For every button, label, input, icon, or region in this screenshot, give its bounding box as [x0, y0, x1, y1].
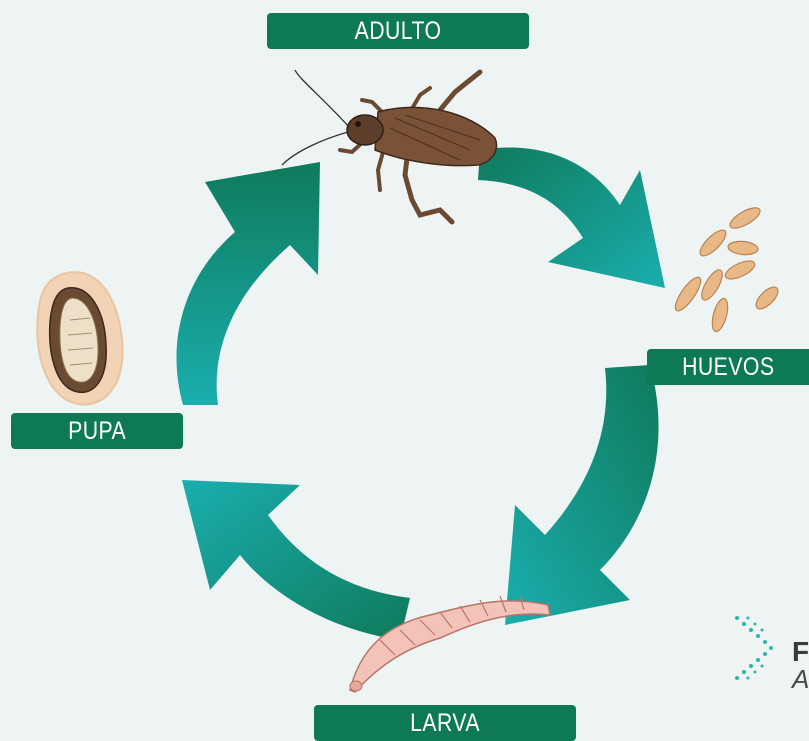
stage-label-eggs-text: HUEVOS: [682, 353, 774, 382]
eggs-icon: [671, 204, 781, 333]
stage-label-pupa-text: PUPA: [68, 417, 126, 446]
stage-label-adult: ADULTO: [267, 13, 529, 49]
arrow-eggs-to-larva: [505, 365, 659, 625]
stage-label-eggs: HUEVOS: [647, 349, 809, 385]
arrow-larva-to-pupa: [182, 480, 410, 640]
pupa-icon: [37, 272, 122, 404]
brand-text-line2: A: [792, 664, 809, 695]
stage-label-larva-text: LARVA: [410, 709, 480, 738]
stage-label-larva: LARVA: [314, 705, 576, 741]
arrow-pupa-to-adult: [176, 162, 320, 405]
brand-dots-icon: [735, 616, 773, 680]
arrow-adult-to-eggs: [478, 147, 665, 288]
stage-label-pupa: PUPA: [11, 413, 183, 449]
stage-label-adult-text: ADULTO: [355, 17, 442, 46]
